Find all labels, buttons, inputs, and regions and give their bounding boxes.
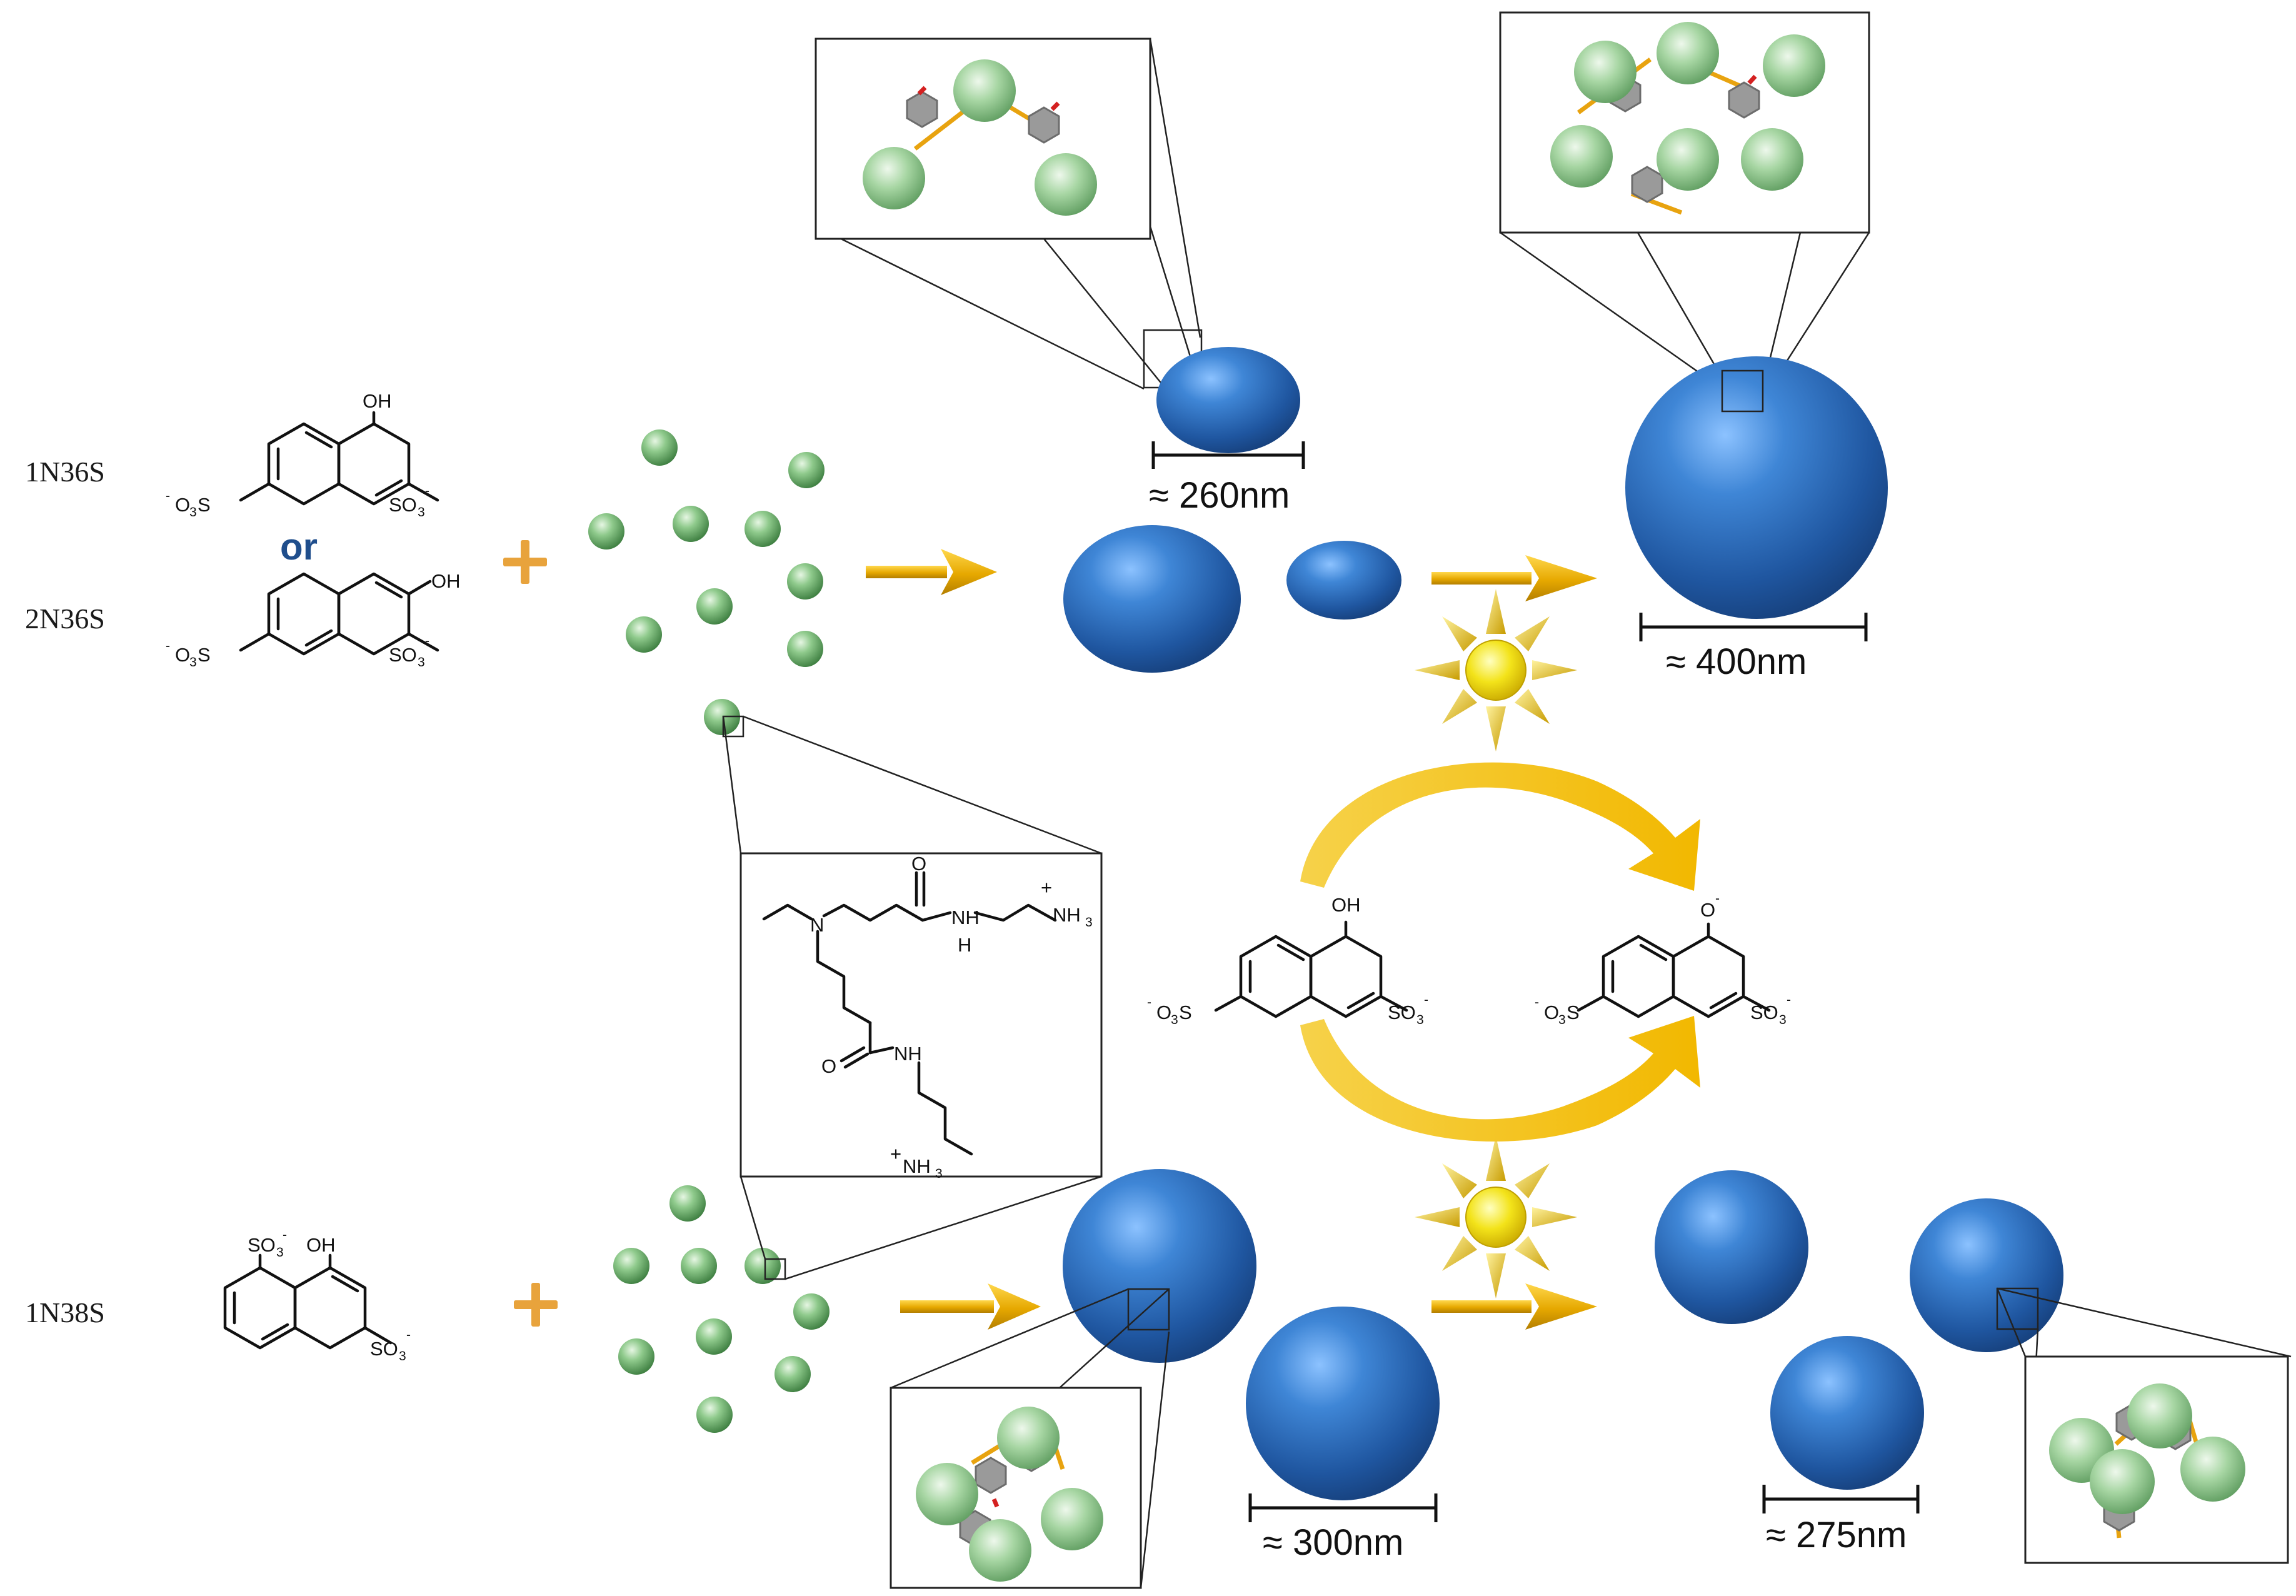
svg-text:S: S bbox=[1567, 1001, 1580, 1023]
svg-text:3: 3 bbox=[1085, 915, 1093, 930]
or-connector: or bbox=[280, 526, 318, 568]
particle-300-upper bbox=[1063, 1169, 1256, 1363]
svg-text:NH: NH bbox=[903, 1155, 931, 1177]
svg-text:O: O bbox=[911, 853, 926, 875]
photo-cycle-arrows bbox=[1300, 762, 1700, 1142]
svg-text:H: H bbox=[958, 934, 971, 956]
particle-260-large-left bbox=[1063, 525, 1241, 673]
scale-bar-300: ≈ 300nm bbox=[1248, 1493, 1438, 1563]
particle-275-right bbox=[1910, 1198, 2063, 1352]
svg-text:O: O bbox=[1700, 899, 1715, 921]
svg-text:OH: OH bbox=[431, 570, 461, 592]
dendrimer-structure-zoom: N O NH H + NH 3 O NH + NH 3 bbox=[722, 715, 1103, 1280]
svg-text:NH: NH bbox=[894, 1043, 922, 1065]
svg-text:OH: OH bbox=[363, 390, 392, 412]
sun-icon-bottom bbox=[1414, 1135, 1578, 1299]
svg-text:O: O bbox=[1544, 1001, 1559, 1023]
svg-text:≈ 275nm: ≈ 275nm bbox=[1766, 1515, 1907, 1555]
svg-text:-: - bbox=[425, 634, 429, 648]
svg-text:NH: NH bbox=[1053, 904, 1081, 926]
svg-text:3: 3 bbox=[189, 655, 197, 670]
structure-cycle-ominus: O - - O 3 S SO 3 - bbox=[1535, 891, 1791, 1027]
svg-text:3: 3 bbox=[1558, 1013, 1566, 1027]
svg-text:3: 3 bbox=[189, 505, 197, 519]
svg-text:-: - bbox=[425, 484, 429, 498]
svg-text:-: - bbox=[1535, 995, 1539, 1010]
structure-cycle-oh: OH - O 3 S SO 3 - bbox=[1147, 894, 1428, 1027]
svg-text:+: + bbox=[1041, 876, 1052, 898]
svg-text:NH: NH bbox=[951, 906, 980, 928]
svg-text:O: O bbox=[175, 644, 190, 666]
svg-text:OH: OH bbox=[1331, 894, 1361, 916]
zoom-box-400 bbox=[1721, 369, 1764, 413]
label-1n36s: 1N36S bbox=[25, 456, 105, 488]
svg-text:3: 3 bbox=[399, 1349, 406, 1363]
arrow-top-2 bbox=[1431, 555, 1597, 601]
svg-text:SO: SO bbox=[1750, 1001, 1778, 1023]
particle-260-small-right bbox=[1286, 541, 1401, 620]
top-zoom-inset-right bbox=[1499, 11, 1870, 390]
svg-text:3: 3 bbox=[1416, 1013, 1424, 1027]
svg-text:SO: SO bbox=[370, 1338, 398, 1360]
particle-300-lower bbox=[1246, 1307, 1440, 1500]
structure-1n36s: OH - O 3 S SO 3 - bbox=[166, 390, 439, 519]
plus-sign-top bbox=[503, 540, 547, 584]
svg-text:-: - bbox=[1787, 993, 1791, 1007]
particle-400 bbox=[1625, 356, 1888, 619]
svg-text:-: - bbox=[1715, 891, 1720, 906]
svg-text:≈ 300nm: ≈ 300nm bbox=[1263, 1522, 1403, 1563]
scale-bar-400: ≈ 400nm bbox=[1639, 613, 1868, 682]
structure-2n36s: OH - O 3 S SO 3 - bbox=[166, 570, 461, 670]
svg-text:+: + bbox=[890, 1143, 901, 1165]
particle-260-small-top bbox=[1156, 347, 1300, 453]
svg-text:3: 3 bbox=[935, 1167, 943, 1181]
dendrimer-cluster-bottom bbox=[613, 1185, 830, 1433]
svg-text:≈ 400nm: ≈ 400nm bbox=[1666, 641, 1807, 682]
top-zoom-inset-left bbox=[815, 38, 1203, 390]
sun-icon-top bbox=[1414, 588, 1578, 752]
svg-text:3: 3 bbox=[1171, 1013, 1178, 1027]
arrow-top-1 bbox=[866, 549, 997, 595]
svg-text:-: - bbox=[166, 489, 170, 503]
particle-275-lower bbox=[1770, 1336, 1924, 1490]
svg-text:N: N bbox=[810, 914, 824, 936]
svg-text:-: - bbox=[1147, 995, 1151, 1010]
svg-text:O: O bbox=[821, 1055, 836, 1077]
plus-sign-bottom bbox=[514, 1283, 558, 1327]
svg-text:3: 3 bbox=[1779, 1013, 1787, 1027]
svg-text:-: - bbox=[406, 1328, 411, 1342]
svg-text:SO: SO bbox=[1388, 1001, 1416, 1023]
svg-text:≈ 260nm: ≈ 260nm bbox=[1149, 475, 1290, 516]
scale-bar-275: ≈ 275nm bbox=[1762, 1485, 1920, 1555]
svg-text:O: O bbox=[1156, 1001, 1171, 1023]
svg-text:SO: SO bbox=[248, 1234, 276, 1256]
svg-text:-: - bbox=[1424, 993, 1428, 1007]
svg-text:S: S bbox=[198, 644, 211, 666]
svg-text:O: O bbox=[175, 494, 190, 516]
svg-text:S: S bbox=[198, 494, 211, 516]
arrow-bottom-1 bbox=[900, 1283, 1041, 1330]
svg-text:3: 3 bbox=[276, 1245, 284, 1260]
svg-text:3: 3 bbox=[418, 655, 425, 670]
svg-text:OH: OH bbox=[306, 1234, 336, 1256]
particle-275-left bbox=[1655, 1170, 1808, 1324]
scale-bar-260: ≈ 260nm bbox=[1149, 441, 1305, 516]
svg-text:-: - bbox=[166, 639, 170, 653]
svg-text:-: - bbox=[283, 1228, 287, 1242]
svg-text:SO: SO bbox=[389, 494, 417, 516]
svg-text:S: S bbox=[1179, 1001, 1192, 1023]
dendrimer-cluster-top bbox=[588, 429, 825, 738]
bottom-zoom-inset-left bbox=[890, 1288, 1170, 1589]
arrow-bottom-2 bbox=[1431, 1283, 1597, 1330]
svg-text:SO: SO bbox=[389, 644, 417, 666]
bottom-zoom-inset-right bbox=[1996, 1287, 2292, 1564]
label-2n36s: 2N36S bbox=[25, 603, 105, 635]
svg-text:3: 3 bbox=[418, 505, 425, 519]
label-1n38s: 1N38S bbox=[25, 1297, 105, 1328]
structure-1n38s: SO 3 - OH SO 3 - bbox=[223, 1228, 411, 1363]
